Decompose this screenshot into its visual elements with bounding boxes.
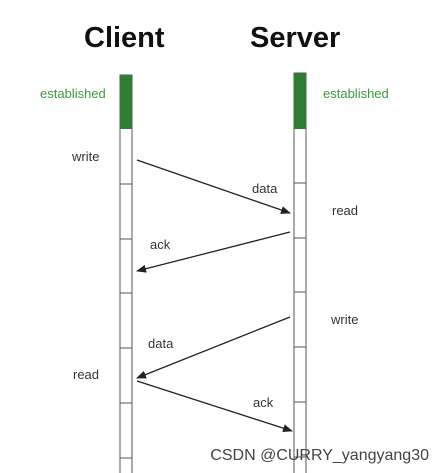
client-timeline-bar: [119, 74, 133, 473]
server-timeline: [293, 72, 307, 473]
ack-arrow-client-to-server: [136, 380, 293, 433]
ack-arrow-server-to-client: [136, 231, 291, 273]
client-timeline-ticks: [120, 183, 132, 459]
server-established-block: [294, 73, 306, 129]
client-read-label: read: [73, 367, 100, 382]
client-write-label: write: [72, 149, 100, 164]
server-heading: Server: [250, 22, 341, 54]
data-message-label-2: data: [148, 336, 174, 351]
data-arrow-server-to-client: [136, 316, 291, 379]
server-timeline-ticks: [294, 182, 306, 458]
client-timeline: [119, 74, 133, 473]
data-message-label-1: data: [252, 181, 278, 196]
client-established-label: established: [40, 86, 106, 101]
server-read-label: read: [332, 203, 359, 218]
watermark: CSDN @CURRY_yangyang30: [210, 447, 429, 464]
data-arrow-client-to-server: [136, 159, 291, 214]
server-timeline-bar: [293, 72, 307, 473]
ack-message-label-2: ack: [253, 395, 274, 410]
ack-message-label-1: ack: [150, 237, 171, 252]
client-heading: Client: [84, 22, 165, 54]
client-established-block: [120, 75, 132, 129]
server-established-label: established: [323, 86, 389, 101]
server-write-label: write: [331, 312, 359, 327]
